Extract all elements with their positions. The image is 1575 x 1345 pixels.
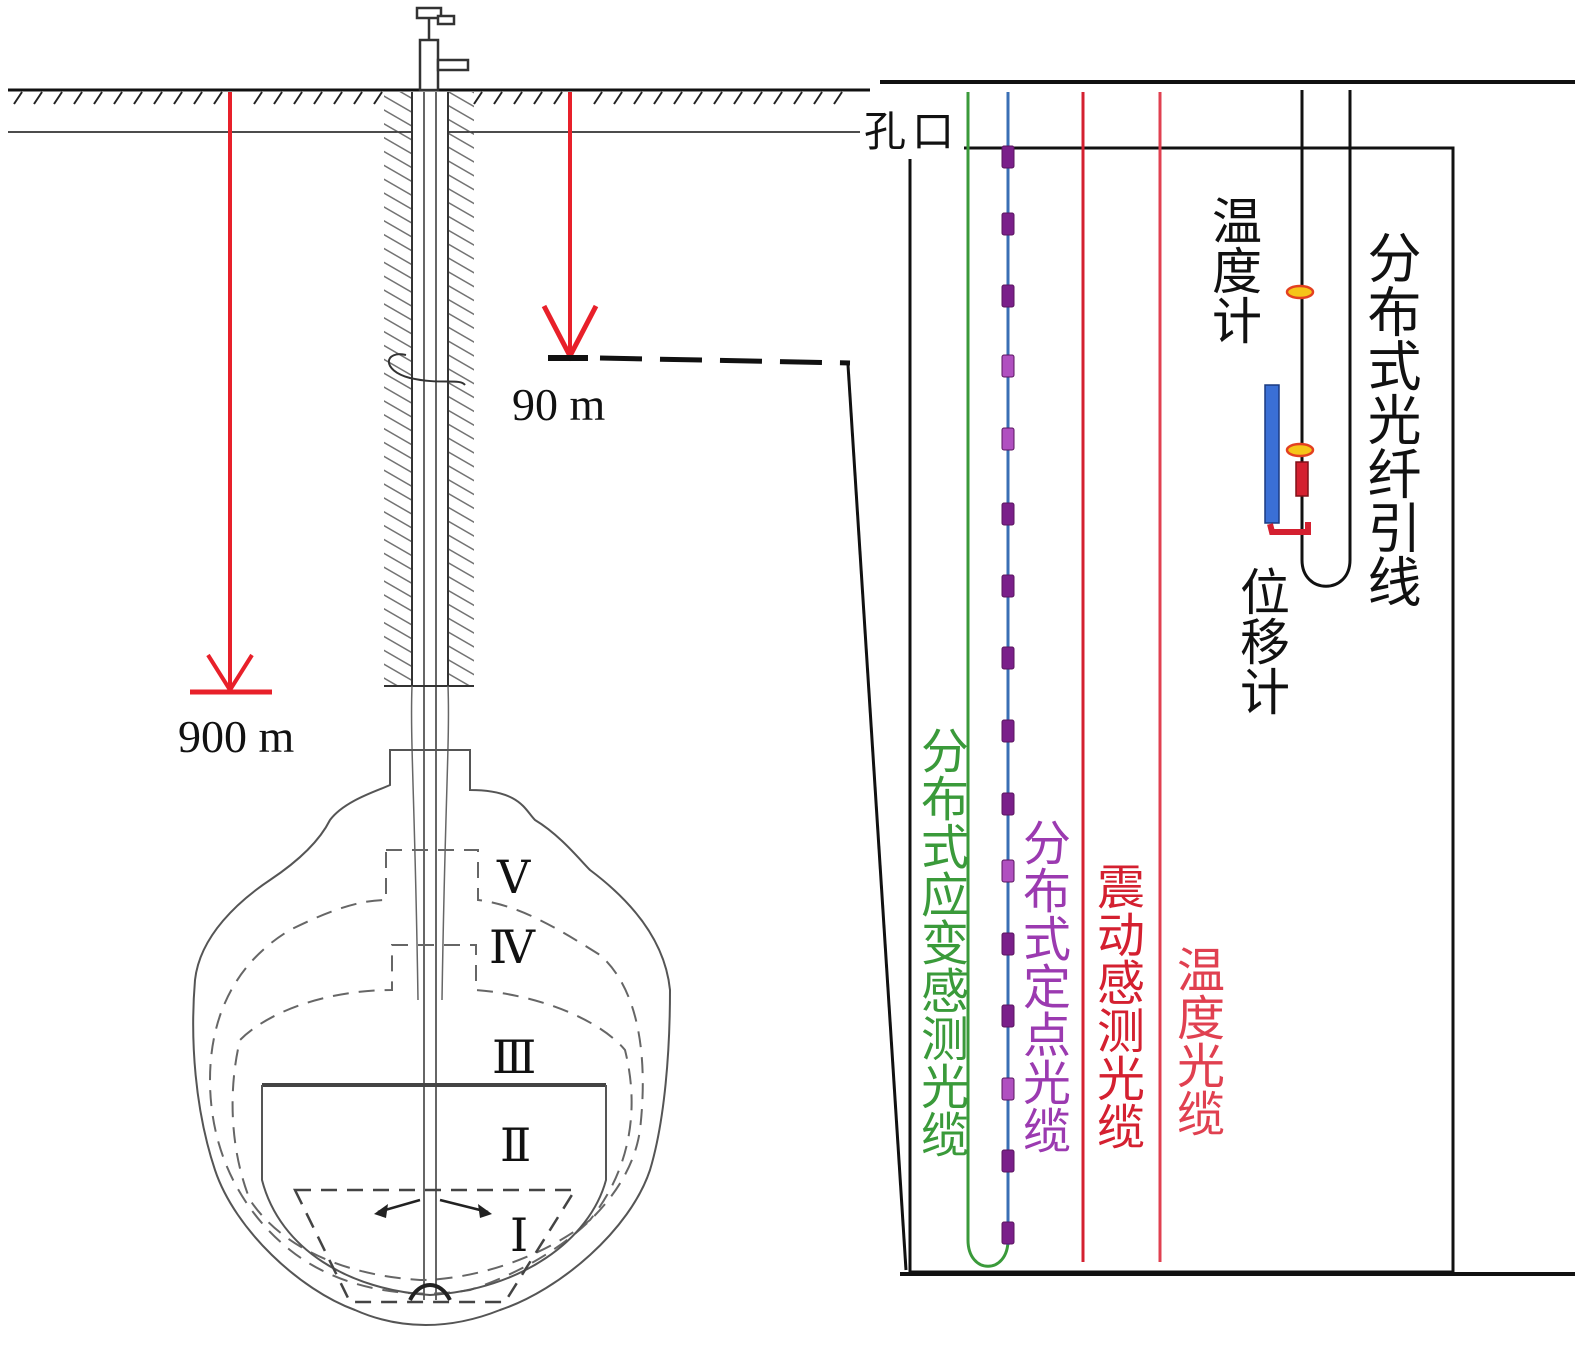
depth-arrow-900m xyxy=(190,92,272,695)
thermometer-sensor xyxy=(1285,284,1315,300)
zone-label-iii: Ⅲ xyxy=(492,1032,537,1083)
wellhead xyxy=(415,6,470,92)
detail-panel xyxy=(880,80,1575,1276)
strain-cable-line xyxy=(966,92,1010,1268)
fixed-point-marker xyxy=(1001,932,1015,956)
fiber-lead-loop xyxy=(1264,90,1352,588)
fixed-point-marker xyxy=(1001,502,1015,526)
fixed-point-cable-label: 分布式定点光缆 xyxy=(1014,818,1070,1154)
fixed-point-marker xyxy=(1001,145,1015,169)
borehole-casing xyxy=(384,92,474,1300)
fixed-point-marker xyxy=(1001,1149,1015,1173)
fixed-point-cable xyxy=(1001,92,1015,1245)
displacement-meter-body xyxy=(1264,384,1280,524)
fixed-point-marker xyxy=(1001,792,1015,816)
fixed-point-marker xyxy=(1001,646,1015,670)
salt-cavern xyxy=(192,749,672,1326)
hole-mouth-label: 孔口 xyxy=(860,98,965,159)
fixed-point-marker xyxy=(1001,719,1015,743)
fixed-point-marker xyxy=(1001,1004,1015,1028)
depth-arrow-90m xyxy=(541,92,599,362)
temperature-cable-label: 温度光缆 xyxy=(1168,945,1224,1137)
fiber-lead-label: 分布式光纤引线 xyxy=(1358,230,1421,608)
zone-label-i: Ⅰ xyxy=(510,1210,529,1261)
fixed-point-marker xyxy=(1001,1221,1015,1245)
zone-label-iv: Ⅳ xyxy=(489,922,535,973)
detail-leader xyxy=(599,355,908,1271)
fixed-point-marker xyxy=(1001,574,1015,598)
fixed-point-marker xyxy=(1001,1077,1015,1101)
zone-label-ii: Ⅱ xyxy=(500,1120,532,1171)
thermometer-sensor xyxy=(1285,442,1315,458)
displacement-meter-label: 位移计 xyxy=(1232,566,1290,716)
thermometer-label: 温度计 xyxy=(1204,195,1262,345)
vibration-cable-label: 震动感测光缆 xyxy=(1088,862,1144,1150)
fixed-point-marker xyxy=(1001,212,1015,236)
depth-label-90m: 90 m xyxy=(512,379,606,430)
fixed-point-marker xyxy=(1001,284,1015,308)
fixed-point-marker xyxy=(1001,859,1015,883)
strain-cable-label: 分布式应变感测光缆 xyxy=(912,726,968,1158)
depth-label-900m: 900 m xyxy=(178,711,295,762)
fixed-point-marker xyxy=(1001,354,1015,378)
fixed-point-marker xyxy=(1001,427,1015,451)
zone-label-v: Ⅴ xyxy=(497,852,531,903)
displacement-meter-head xyxy=(1295,461,1309,497)
